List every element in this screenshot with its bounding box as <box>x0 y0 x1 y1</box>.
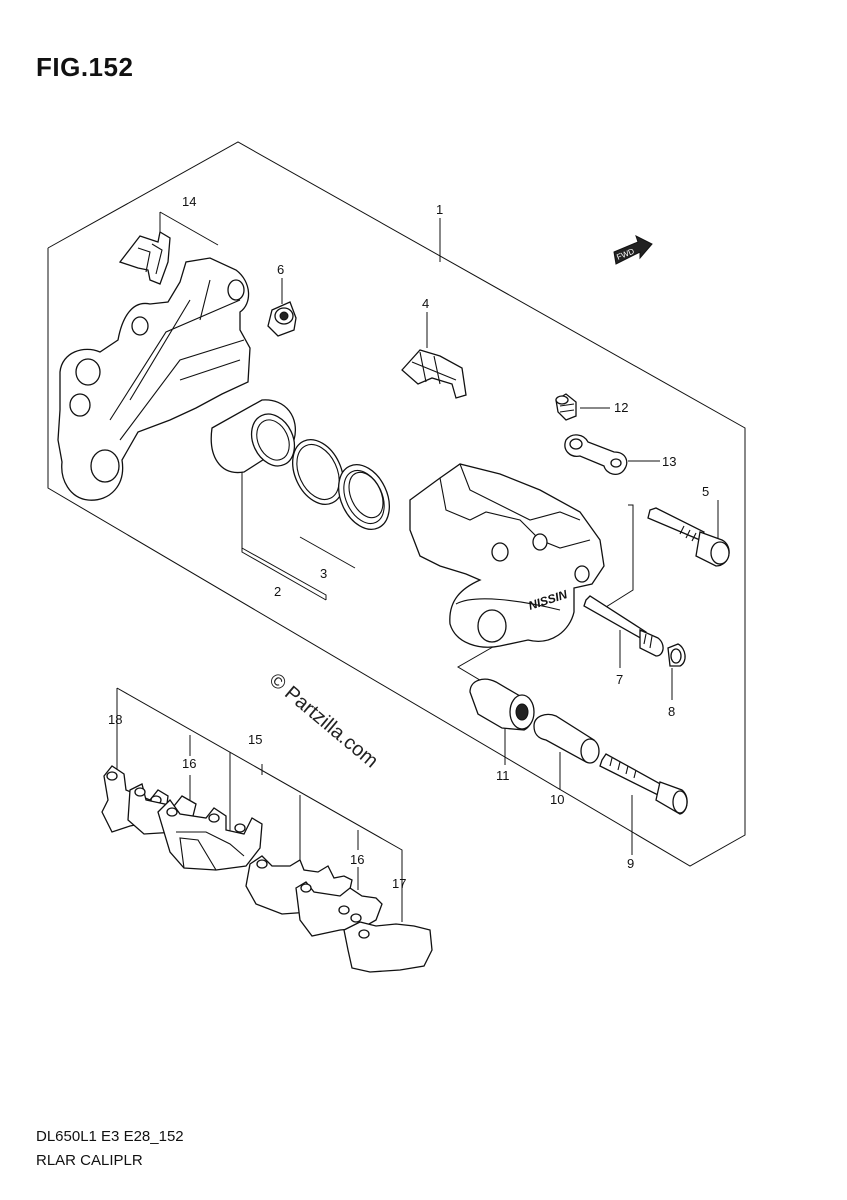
boot-part-11 <box>469 678 535 731</box>
callout-12: 12 <box>614 400 628 415</box>
callout-15: 15 <box>248 732 262 747</box>
forward-direction-badge: FWD <box>613 235 653 265</box>
callout-14: 14 <box>182 194 196 209</box>
pad-shim-part-17 <box>343 921 433 973</box>
callout-16b: 16 <box>350 852 364 867</box>
leader-line-7a <box>597 504 634 613</box>
bolt-part-9 <box>599 753 688 815</box>
model-code: DL650L1 E3 E28_152 <box>36 1128 184 1145</box>
slide-pin-bolt-part-7 <box>583 595 664 657</box>
callout-3: 3 <box>320 566 327 581</box>
caliper-body: NISSIN <box>409 463 605 648</box>
bracket-hole-upper <box>75 358 101 386</box>
pad-spring-part-4 <box>401 349 467 399</box>
bracket-hole-arm <box>131 316 149 336</box>
callout-11: 11 <box>496 768 510 783</box>
boot-part-6 <box>267 301 297 337</box>
bleeder-valve-part-12 <box>555 393 577 421</box>
leader-line-2b <box>241 548 327 601</box>
leader-line-3 <box>299 536 356 569</box>
piston-seal-part-3 <box>292 439 344 505</box>
piston-part-2 <box>210 399 296 474</box>
part-group-name: RLAR CALIPLR <box>36 1152 143 1169</box>
callout-13: 13 <box>662 454 676 469</box>
pad-set-outline <box>116 687 403 922</box>
callout-5: 5 <box>702 484 709 499</box>
callout-9: 9 <box>627 856 634 871</box>
partzilla-watermark: © Partzilla.com <box>265 669 382 772</box>
callout-1: 1 <box>436 202 443 217</box>
dust-seal-ring <box>338 464 390 530</box>
callout-4: 4 <box>422 296 429 311</box>
pad-spring-clip-part-14 <box>118 230 171 285</box>
bracket-hole-mid <box>69 393 91 417</box>
callout-7: 7 <box>616 672 623 687</box>
callout-6: 6 <box>277 262 284 277</box>
brake-pad-part-15a <box>157 798 263 871</box>
leader-line-2 <box>241 470 327 600</box>
callout-17: 17 <box>392 876 406 891</box>
callout-10: 10 <box>550 792 564 807</box>
bracket-hole-top <box>227 279 245 301</box>
callout-8: 8 <box>668 704 675 719</box>
slide-pin-boot-part-8 <box>667 643 686 667</box>
assembly-outline <box>47 141 746 867</box>
callout-18: 18 <box>108 712 122 727</box>
sleeve-part-10 <box>533 713 600 764</box>
figure-title: FIG.152 <box>36 52 134 82</box>
slide-pin-part-5 <box>647 507 730 567</box>
bleeder-cap-part-13 <box>564 434 628 476</box>
callout-16a: 16 <box>182 756 196 771</box>
bracket-hole-lower <box>90 449 120 483</box>
caliper-bracket <box>57 257 251 501</box>
leader-line-14 <box>159 211 219 246</box>
callout-2: 2 <box>274 584 281 599</box>
